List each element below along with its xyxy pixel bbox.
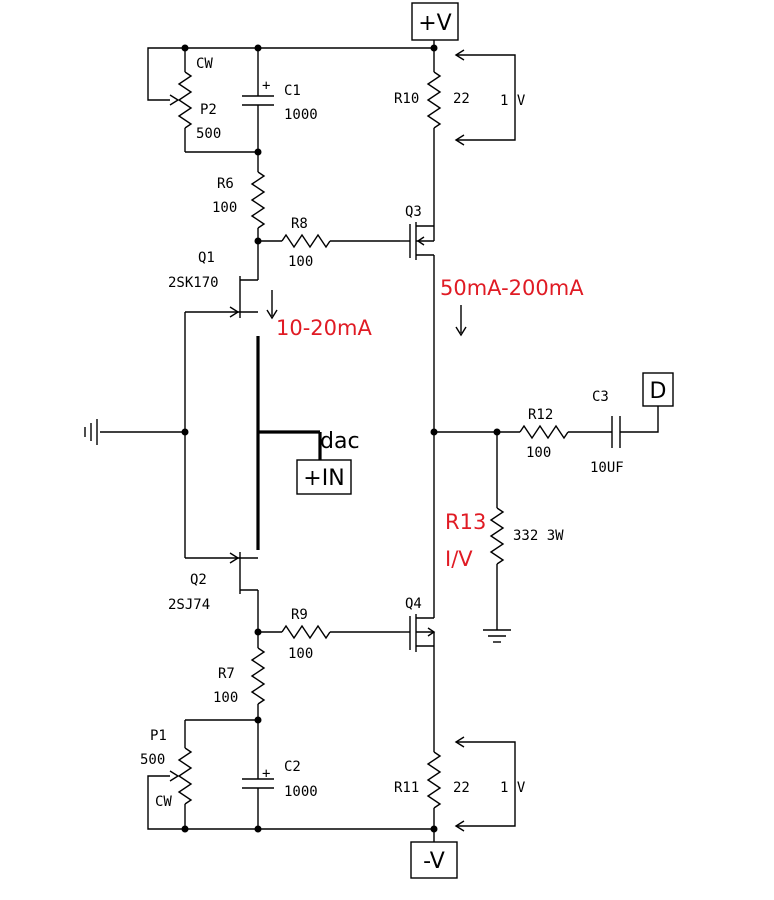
top-rail <box>181 40 438 68</box>
p2-value: 500 <box>196 126 221 142</box>
r7-ref: R7 <box>218 666 235 682</box>
capacitor-c3: C3 10UF <box>590 389 659 476</box>
jfet-q1: Q1 2SK170 <box>168 250 258 318</box>
jfet-current-label: 10-20mA <box>276 316 372 340</box>
resistor-r7: R7 100 <box>213 632 266 770</box>
r10-value: 22 <box>453 91 470 107</box>
mosfet-q3: Q3 <box>400 204 435 260</box>
r11-value: 22 <box>453 780 470 796</box>
vpos-terminal: +V <box>411 2 459 41</box>
c3-value: 10UF <box>590 460 624 476</box>
input-label: +IN <box>303 466 344 491</box>
vneg-terminal: -V <box>410 841 458 879</box>
r9-value: 100 <box>288 646 313 662</box>
output-terminal: D <box>642 372 674 407</box>
resistor-r9: R9 100 <box>254 607 400 662</box>
q4-ref: Q4 <box>405 596 422 612</box>
c1-ref: C1 <box>284 83 301 99</box>
resistor-r8: R8 100 <box>258 216 400 270</box>
r11-drop: 1 V <box>500 780 526 796</box>
q2-value: 2SJ74 <box>168 597 210 613</box>
resistor-r13: 332 3W R13 I/V <box>445 432 564 643</box>
mosfet-q4: Q4 <box>400 596 436 652</box>
r8-ref: R8 <box>291 216 308 232</box>
c3-ref: C3 <box>592 389 609 405</box>
mosfet-current-label: 50mA-200mA <box>440 276 584 300</box>
p1-cw-label: CW <box>155 794 172 810</box>
r10-drop: 1 V <box>500 93 526 109</box>
resistor-r6: R6 100 <box>212 171 266 280</box>
c2-value: 1000 <box>284 784 318 800</box>
mosfet-current-arrow: 50mA-200mA <box>440 276 584 337</box>
r9-ref: R9 <box>291 607 308 623</box>
vneg-label: -V <box>423 849 445 874</box>
capacitor-c2: + C2 1000 <box>242 759 318 829</box>
q2-ref: Q2 <box>190 572 207 588</box>
c2-ref: C2 <box>284 759 301 775</box>
r8-value: 100 <box>288 254 313 270</box>
r12-value: 100 <box>526 445 551 461</box>
r13-value: 332 3W <box>513 528 564 544</box>
q1-value: 2SK170 <box>168 275 219 291</box>
c1-plus: + <box>262 78 270 94</box>
r11-ref: R11 <box>394 780 419 796</box>
p1-ref: P1 <box>150 728 167 744</box>
dac-output-node: dac <box>256 336 360 550</box>
jfet-q2: Q2 2SJ74 <box>168 552 259 632</box>
p2-ref: P2 <box>200 102 217 118</box>
resistor-r12: R12 100 <box>519 407 612 461</box>
r12-ref: R12 <box>528 407 553 423</box>
c1-value: 1000 <box>284 107 318 123</box>
input-terminal: +IN <box>296 459 352 495</box>
output-label: D <box>650 379 667 404</box>
resistor-r10: R10 22 1 V <box>394 49 526 226</box>
r7-value: 100 <box>213 690 238 706</box>
p2-cw-label: CW <box>196 56 213 72</box>
left-ground-wire <box>84 312 189 558</box>
capacitor-c1: + C1 1000 <box>242 48 318 172</box>
potentiometer-p1: P1 500 CW <box>140 719 258 830</box>
jfet-current-arrow: 10-20mA <box>266 290 372 340</box>
r13-note: I/V <box>445 547 473 571</box>
r6-ref: R6 <box>217 176 234 192</box>
c2-plus: + <box>262 766 270 782</box>
potentiometer-p2: CW P2 500 <box>147 47 258 153</box>
r6-value: 100 <box>212 200 237 216</box>
r10-ref: R10 <box>394 91 419 107</box>
q1-ref: Q1 <box>198 250 215 266</box>
output-rail <box>430 255 520 618</box>
resistor-r11: R11 22 1 V <box>394 646 526 842</box>
bottom-rail <box>181 825 438 833</box>
p1-value: 500 <box>140 752 165 768</box>
r13-ref: R13 <box>445 510 486 534</box>
dac-label: dac <box>320 429 360 454</box>
q3-ref: Q3 <box>405 204 422 220</box>
vpos-label: +V <box>418 11 451 36</box>
